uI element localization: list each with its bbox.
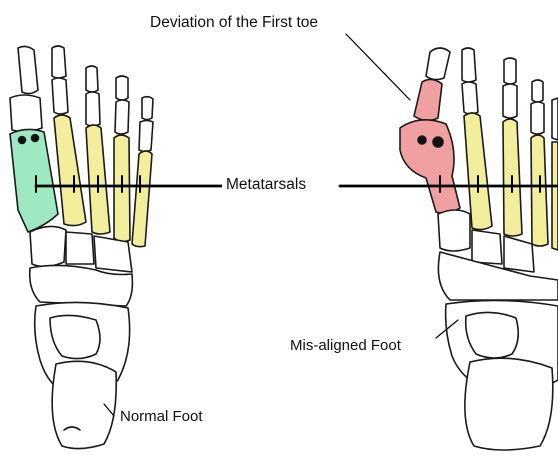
normal-sesamoid-1 xyxy=(19,137,26,144)
misaligned-sesamoid-1 xyxy=(418,136,426,144)
normal-foot-tarsals xyxy=(30,226,133,448)
misaligned-sesamoid-2 xyxy=(433,137,443,147)
misaligned-foot-label: Mis-aligned Foot xyxy=(290,337,401,354)
normal-first-metatarsal xyxy=(10,129,58,232)
metatarsals-label: Metatarsals xyxy=(222,176,310,194)
normal-other-metatarsals xyxy=(54,115,152,247)
normal-sesamoid-2 xyxy=(32,135,39,142)
deviation-of-first-toe-label: Deviation of the First toe xyxy=(150,14,318,32)
normal-foot xyxy=(10,46,153,449)
normal-foot-label: Normal Foot xyxy=(120,408,203,425)
deviation-pointer xyxy=(346,34,410,100)
misaligned-foot xyxy=(400,48,558,450)
